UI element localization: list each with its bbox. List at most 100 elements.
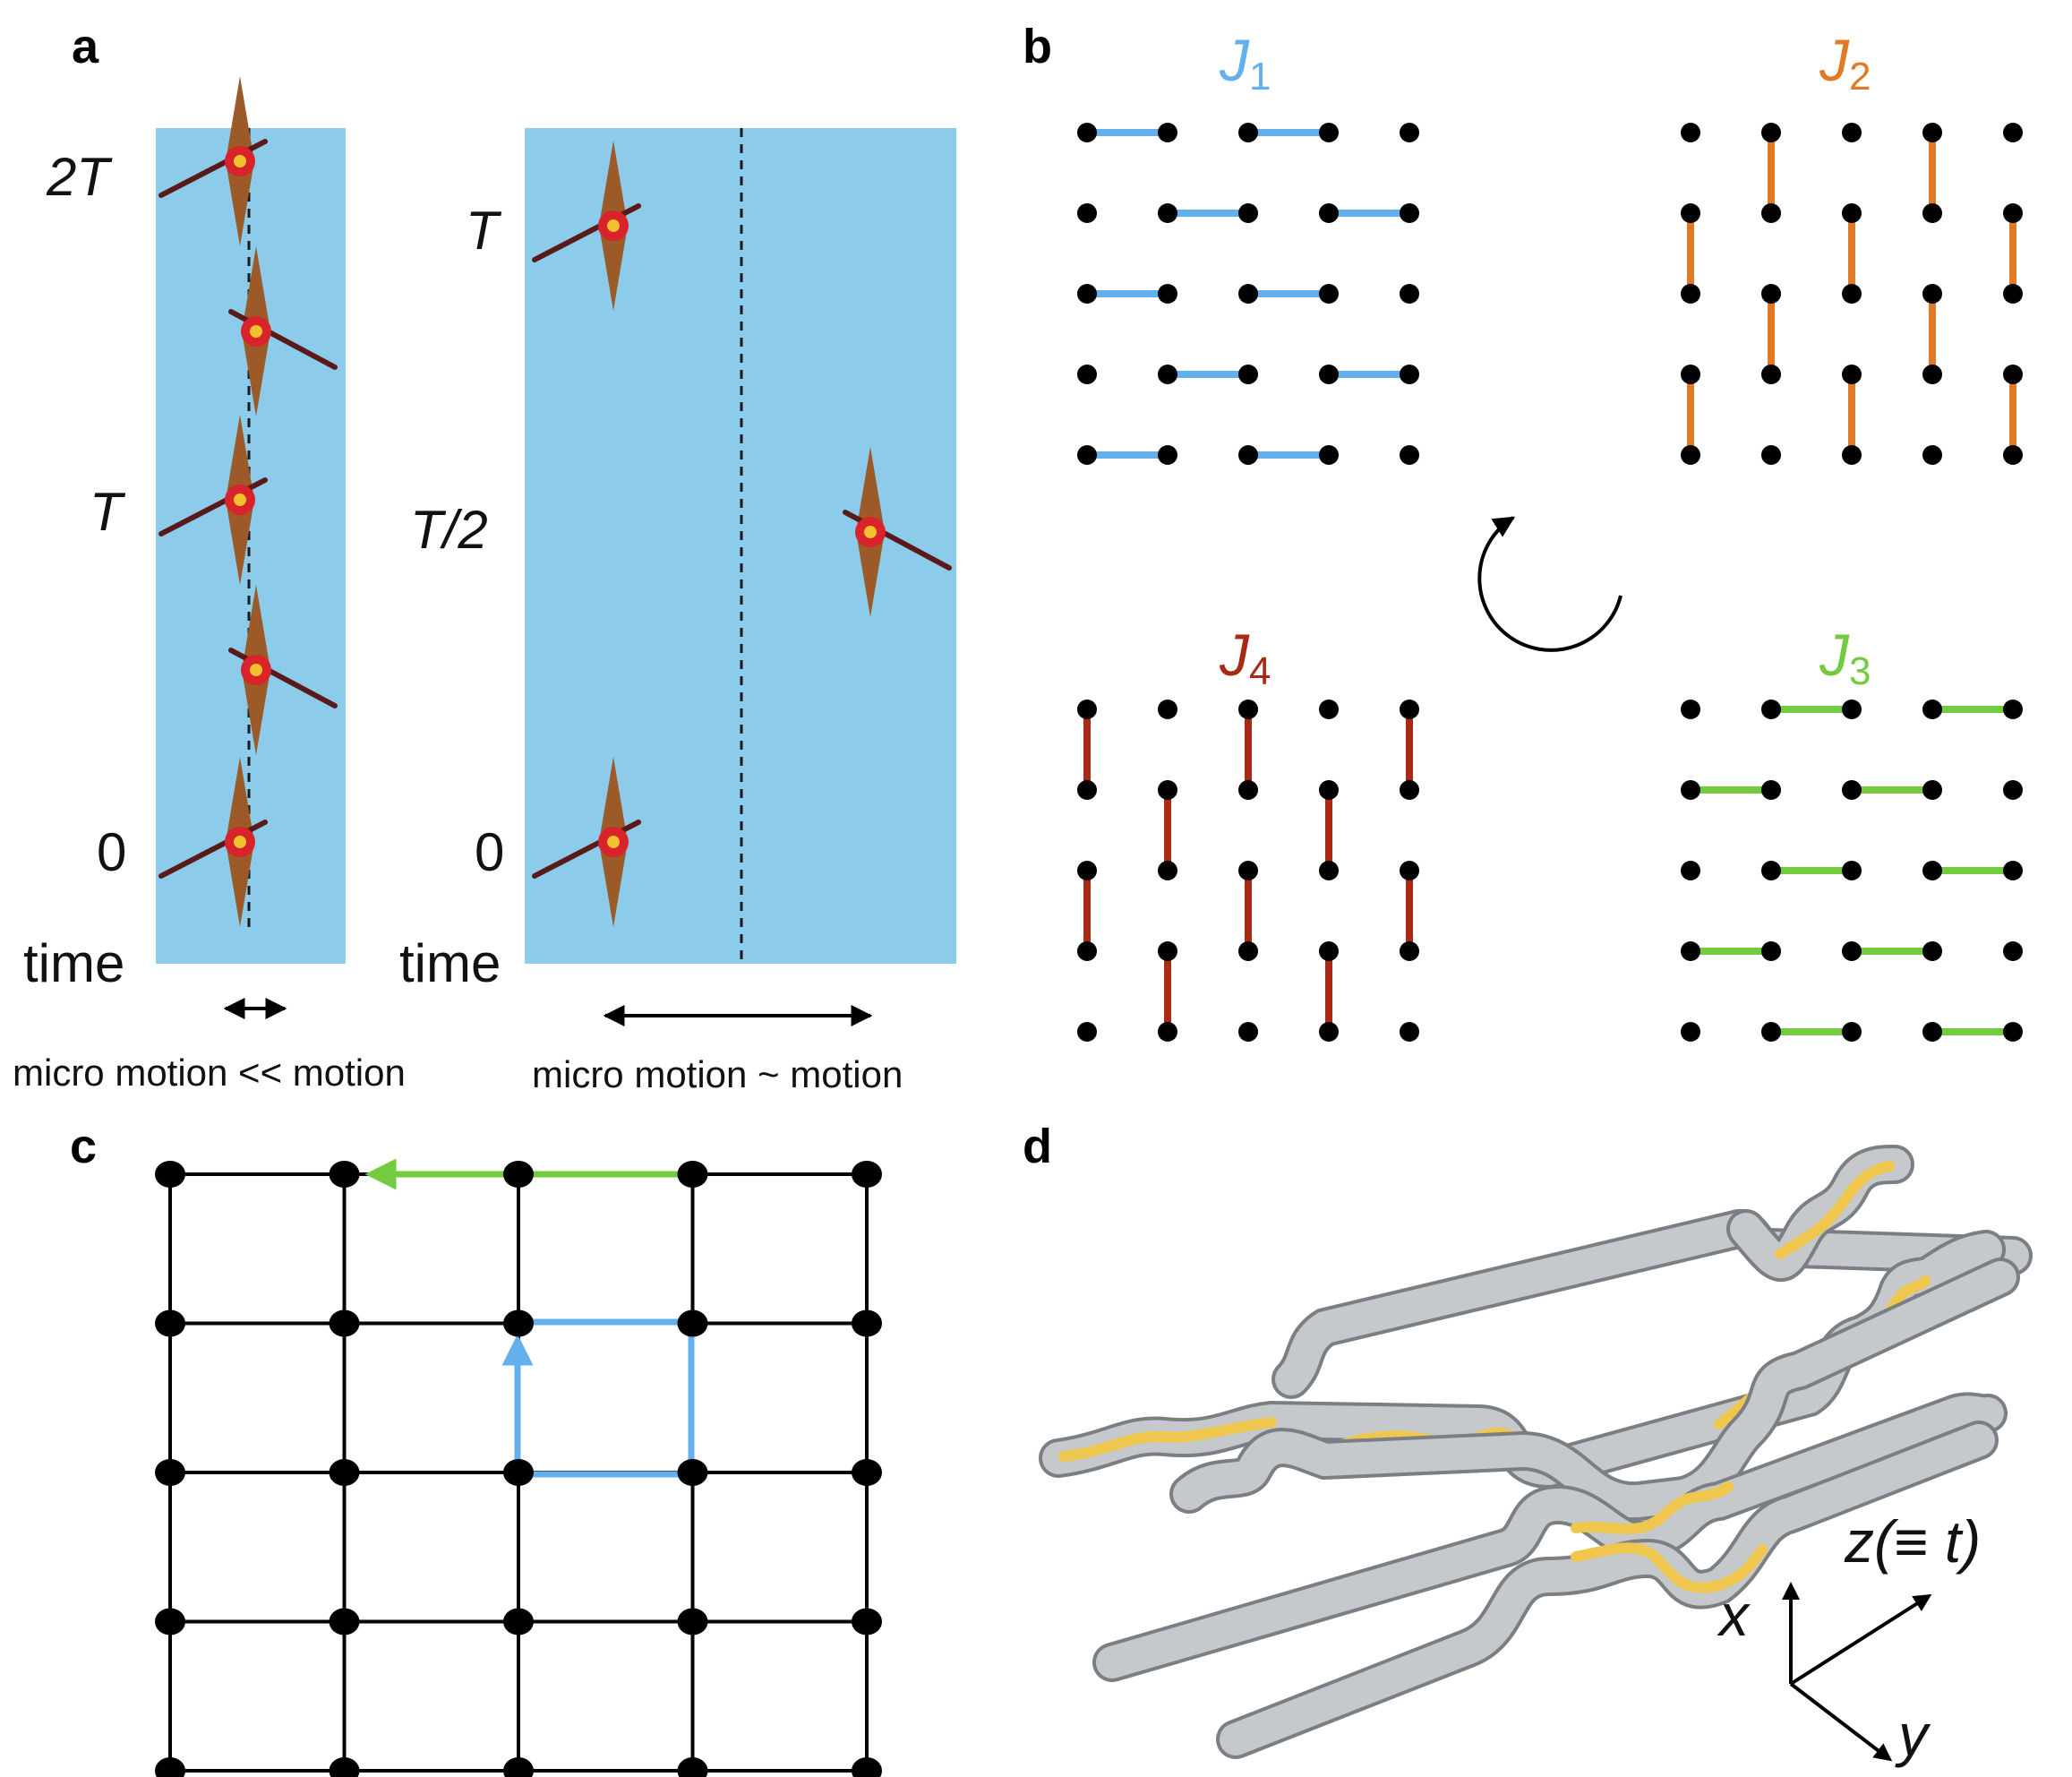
lattice-site xyxy=(1238,365,1258,384)
lattice-site xyxy=(1922,284,1942,304)
panel-d: x y z(≡ t) xyxy=(1039,1145,2033,1768)
lattice-site xyxy=(677,1309,708,1337)
lattice-site xyxy=(1077,780,1097,800)
y-axis-arrow xyxy=(1789,1682,1893,1762)
lattice-site xyxy=(1922,780,1942,800)
lattice-site xyxy=(1319,861,1339,880)
lattice-site xyxy=(1681,780,1700,800)
lattice-site xyxy=(1400,1022,1419,1042)
lattice-site xyxy=(677,1757,708,1777)
lattice-site xyxy=(1238,203,1258,223)
lattice-site xyxy=(2003,861,2023,880)
time-label-2T: 2T xyxy=(46,147,113,207)
lattice-site xyxy=(1842,284,1862,304)
lattice-site xyxy=(1319,203,1339,223)
lattice-site xyxy=(1319,365,1339,384)
lattice-site xyxy=(1238,284,1258,304)
lattice-site xyxy=(1761,861,1781,880)
lattice-site xyxy=(1158,365,1177,384)
lattice-site xyxy=(1761,203,1781,223)
lattice-site xyxy=(155,1757,185,1777)
lattice-site xyxy=(1761,445,1781,465)
lattice-site xyxy=(1077,700,1097,719)
lattice-site xyxy=(1077,284,1097,304)
lattice-site xyxy=(329,1608,360,1635)
lattice-site xyxy=(1319,445,1339,465)
label-J1-sub: 1 xyxy=(1249,55,1271,99)
lattice-site xyxy=(2003,203,2023,223)
lattice-site xyxy=(2003,1022,2023,1042)
lattice-site xyxy=(1238,700,1258,719)
lattice-site xyxy=(1842,861,1862,880)
lattice-site xyxy=(1842,445,1862,465)
panel-label-b: b xyxy=(1023,20,1052,73)
lattice-site xyxy=(1842,123,1862,142)
lattice-site xyxy=(1681,941,1700,961)
lattice-site xyxy=(1681,203,1700,223)
lattice-site xyxy=(1761,284,1781,304)
label-J3-sub: 3 xyxy=(1849,649,1871,693)
lattice-site xyxy=(677,1161,708,1188)
lattice-site xyxy=(503,1161,534,1188)
lattice-site xyxy=(329,1309,360,1337)
time-label-0: 0 xyxy=(97,822,126,882)
lattice-site xyxy=(2003,941,2023,961)
time-label-right-0: 0 xyxy=(475,822,504,882)
label-J4-letter: J xyxy=(1219,622,1250,688)
lattice-site xyxy=(1400,123,1419,142)
lattice-site xyxy=(852,1757,882,1777)
lattice-site xyxy=(1238,861,1258,880)
panel-b: J1 J2 J3 J4 xyxy=(1077,27,2023,1042)
lattice-site xyxy=(1922,941,1942,961)
lattice-site xyxy=(1761,941,1781,961)
lattice-site xyxy=(1842,780,1862,800)
lattice-site xyxy=(1077,445,1097,465)
lattice-site xyxy=(1158,780,1177,800)
lattice-site xyxy=(503,1459,534,1486)
label-J1: J1 xyxy=(1219,27,1271,99)
bonds-J1 xyxy=(1087,129,1409,459)
lattice-site xyxy=(1761,123,1781,142)
lattice-site xyxy=(852,1459,882,1486)
lattice-site xyxy=(1681,861,1700,880)
lattice-site xyxy=(1158,123,1177,142)
bonds-J2 xyxy=(1687,133,2016,455)
lattice-site xyxy=(1400,700,1419,719)
lattice-site xyxy=(1400,445,1419,465)
panel-a-right: T T/2 0 time micro motion ~ motion xyxy=(399,128,956,1095)
time-label-T: T xyxy=(90,482,126,542)
lattice-site xyxy=(1681,1022,1700,1042)
lattice-site xyxy=(1400,203,1419,223)
time-label-right-T: T xyxy=(466,201,502,261)
lattice-site xyxy=(1158,203,1177,223)
lattice-site xyxy=(1681,365,1700,384)
lattice-site xyxy=(1842,203,1862,223)
lattice-site xyxy=(1842,365,1862,384)
caption-left: micro motion << motion xyxy=(13,1052,406,1094)
lattice-site xyxy=(1400,861,1419,880)
lattice-site xyxy=(1158,445,1177,465)
panel-label-d: d xyxy=(1023,1120,1052,1173)
lattice-site xyxy=(852,1161,882,1188)
waveguide-3 xyxy=(1169,1258,2020,1522)
axis-label-z: z(≡ t) xyxy=(1844,1508,1981,1575)
lattice-site xyxy=(1319,123,1339,142)
lattice-site xyxy=(1761,780,1781,800)
coordinate-axes: x y z(≡ t) xyxy=(1717,1508,1981,1768)
lattice-site xyxy=(1238,123,1258,142)
lattice-site xyxy=(1158,700,1177,719)
lattice-site xyxy=(1761,365,1781,384)
axis-label-x: x xyxy=(1717,1582,1751,1648)
lattice-site xyxy=(852,1608,882,1635)
lattice-site xyxy=(1158,284,1177,304)
lattice-site xyxy=(2003,284,2023,304)
lattice-site xyxy=(1842,700,1862,719)
lattice-site xyxy=(1238,1022,1258,1042)
caption-right: micro motion ~ motion xyxy=(532,1053,903,1095)
lattice-site xyxy=(1158,861,1177,880)
lattice-site xyxy=(2003,780,2023,800)
lattice-site xyxy=(1922,861,1942,880)
lattice-site xyxy=(155,1608,185,1635)
time-label-right-T2: T/2 xyxy=(410,500,488,560)
